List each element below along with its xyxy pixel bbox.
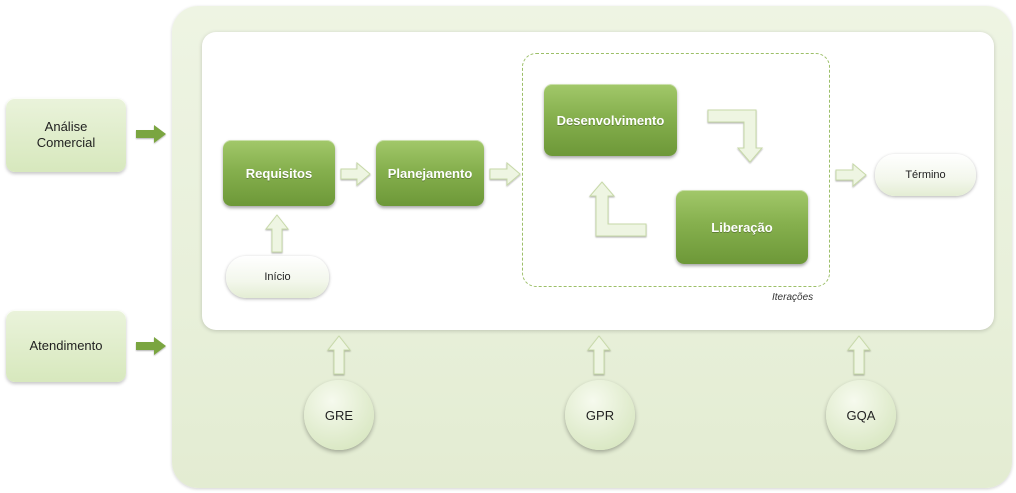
arrow-plan-iter-icon [489,161,521,187]
process-planejamento: Planejamento [376,140,484,206]
arrow-analise-icon [136,125,166,143]
process-liberacao: Liberação [676,190,808,264]
support-gqa: GQA [826,380,896,450]
support-gpr: GPR [565,380,635,450]
iterations-label: Iterações [772,292,814,303]
iterations-box [522,53,830,287]
arrow-dev-lib-icon [707,109,764,163]
input-analise-comercial: Análise Comercial [6,98,126,172]
arrow-gqa-icon [846,335,872,375]
terminal-inicio: Início [226,256,329,298]
process-requisitos: Requisitos [223,140,335,206]
arrow-gpr-icon [586,335,612,375]
arrow-inicio-req-icon [264,214,290,253]
input-atendimento: Atendimento [6,310,126,382]
arrow-gre-icon [326,335,352,375]
arrow-req-plan-icon [340,161,371,187]
arrow-atendimento-icon [136,337,166,355]
support-gre: GRE [304,380,374,450]
arrow-lib-dev-icon [588,181,647,237]
process-desenvolvimento: Desenvolvimento [544,84,677,156]
arrow-iter-termino-icon [835,162,867,188]
terminal-termino: Término [875,154,976,196]
